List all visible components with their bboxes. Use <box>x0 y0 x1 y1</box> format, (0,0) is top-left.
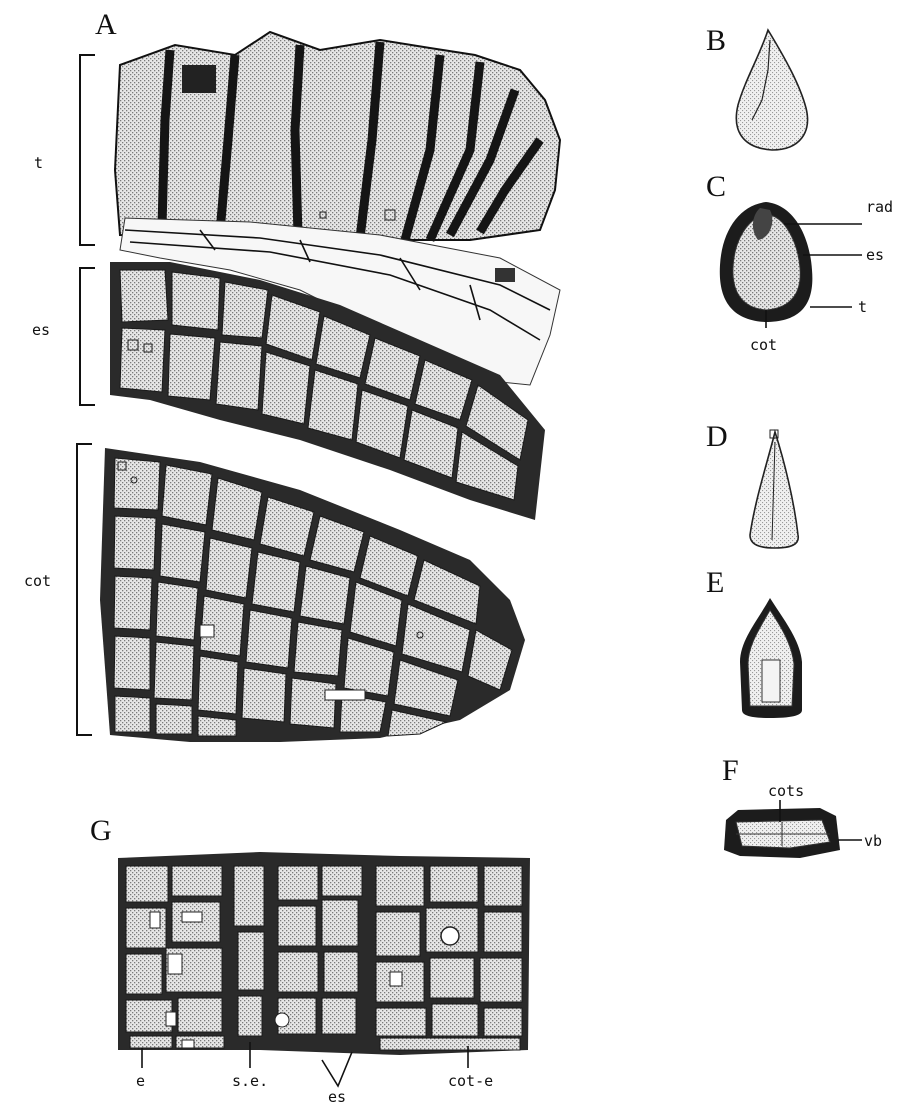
panel-c-letter: C <box>706 170 726 203</box>
panel-a: A t es cot <box>24 8 560 742</box>
label-vb: vb <box>864 832 882 850</box>
seed-outline-d <box>750 432 798 548</box>
bracket-t <box>80 55 95 245</box>
label-cot-e: cot-e <box>448 1072 493 1090</box>
panel-e: E <box>706 566 802 718</box>
panel-d-letter: D <box>706 420 728 453</box>
panel-g-letter: G <box>90 814 112 847</box>
panel-b-letter: B <box>706 24 726 57</box>
label-t: t <box>34 154 43 172</box>
panel-c: C rad es t cot <box>706 170 893 354</box>
label-es-c: es <box>866 246 884 264</box>
label-cots: cots <box>768 782 804 800</box>
label-se: s.e. <box>232 1072 268 1090</box>
panel-b: B <box>706 24 808 150</box>
label-rad: rad <box>866 198 893 216</box>
section-g-cells <box>126 866 522 1050</box>
label-e: e <box>136 1072 145 1090</box>
label-cot-c: cot <box>750 336 777 354</box>
bracket-cot <box>77 444 92 735</box>
leader-es-g <box>322 1052 352 1086</box>
label-es-g: es <box>328 1088 346 1106</box>
label-t-c: t <box>858 298 867 316</box>
panel-a-letter: A <box>95 8 117 41</box>
panel-d: D <box>706 420 798 548</box>
seed-outline-b <box>736 30 807 150</box>
testa-layer <box>115 32 560 240</box>
panel-g: G <box>90 814 530 1106</box>
label-cot: cot <box>24 572 51 590</box>
panel-f: F cots vb <box>722 754 882 858</box>
panel-f-letter: F <box>722 754 739 787</box>
bracket-es <box>80 268 95 405</box>
panel-e-letter: E <box>706 566 724 599</box>
label-es: es <box>32 321 50 339</box>
